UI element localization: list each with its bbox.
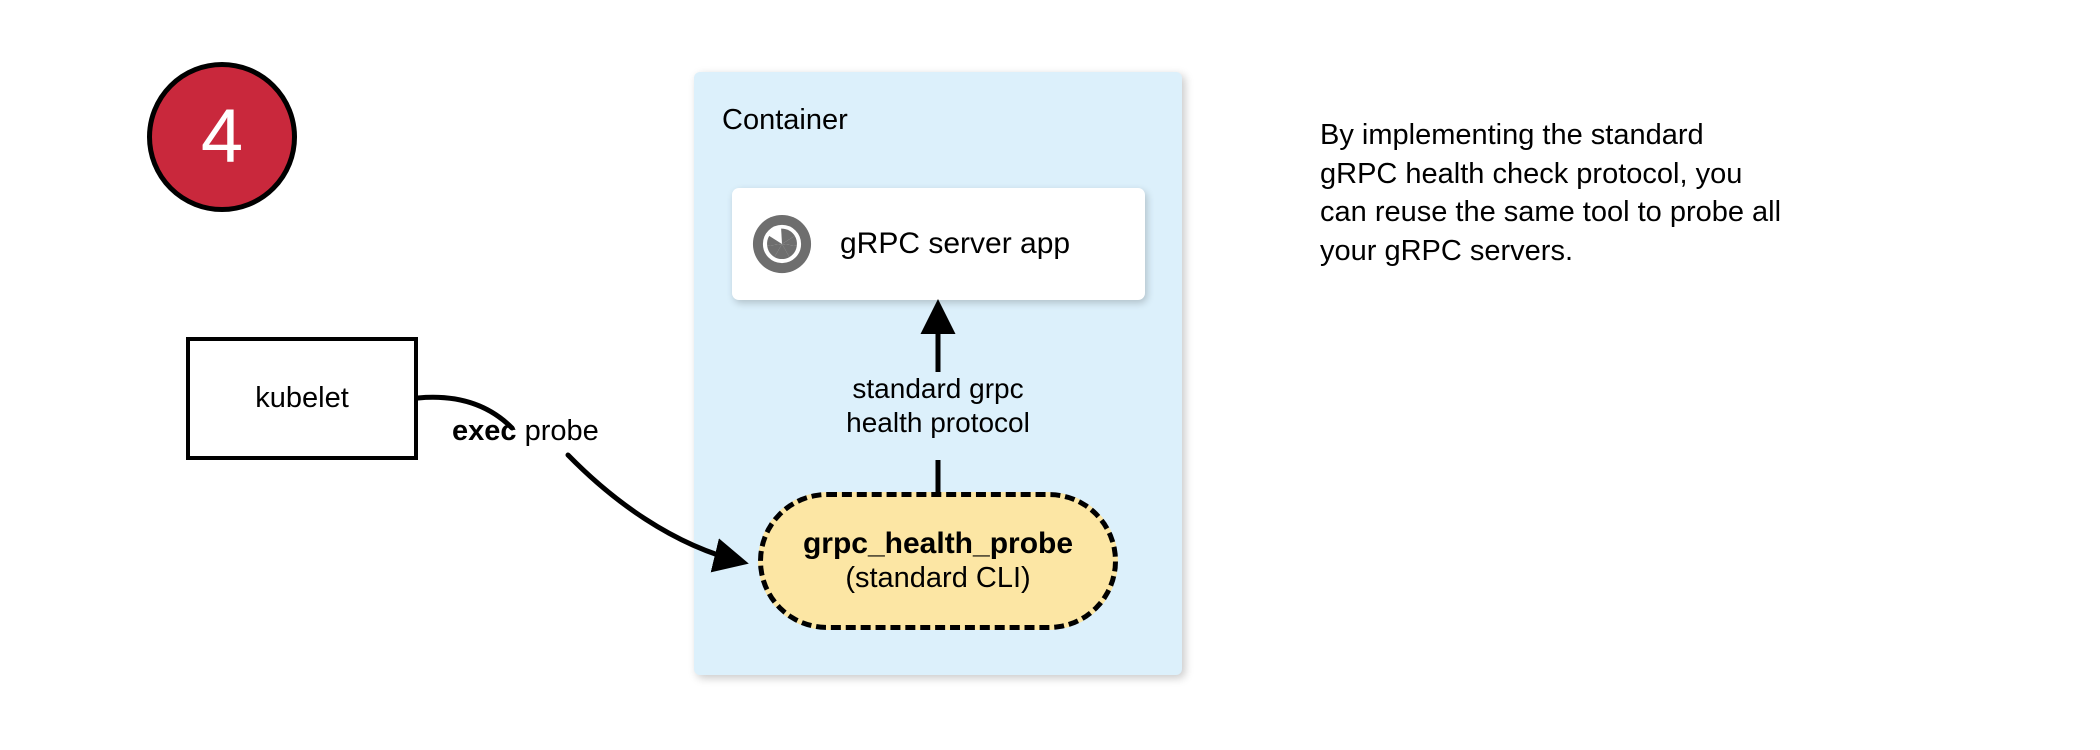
grpc-server-app-node: gRPC server app [732,188,1145,300]
caption-line-2: gRPC health check protocol, you [1320,157,1743,190]
grpc-health-probe-node: grpc_health_probe (standard CLI) [758,492,1118,630]
caption-text: By implementing the standard gRPC health… [1320,116,1920,270]
caption-line-3: can reuse the same tool to probe all [1320,196,1782,229]
health-protocol-line-2: health protocol [846,407,1030,439]
grpc-health-probe-subtitle: (standard CLI) [845,561,1031,594]
kubelet-node: kubelet [186,337,418,460]
step-number-label: 4 [200,94,244,179]
exec-probe-label-rest: probe [516,415,599,447]
grpc-aperture-icon [751,213,813,275]
caption-line-1: By implementing the standard [1320,119,1704,151]
container-title: Container [722,104,848,136]
caption-line-4: your gRPC servers. [1320,234,1574,267]
kubelet-label: kubelet [255,382,349,414]
grpc-server-app-label: gRPC server app [840,227,1071,260]
exec-probe-label-bold: exec [452,415,517,447]
step-number-badge: 4 [147,62,297,212]
grpc-health-probe-title: grpc_health_probe [802,527,1074,561]
health-protocol-label: standard grpc health protocol [822,372,1054,440]
exec-probe-label: exec probe [452,415,599,448]
health-protocol-line-1: standard grpc [852,373,1024,404]
